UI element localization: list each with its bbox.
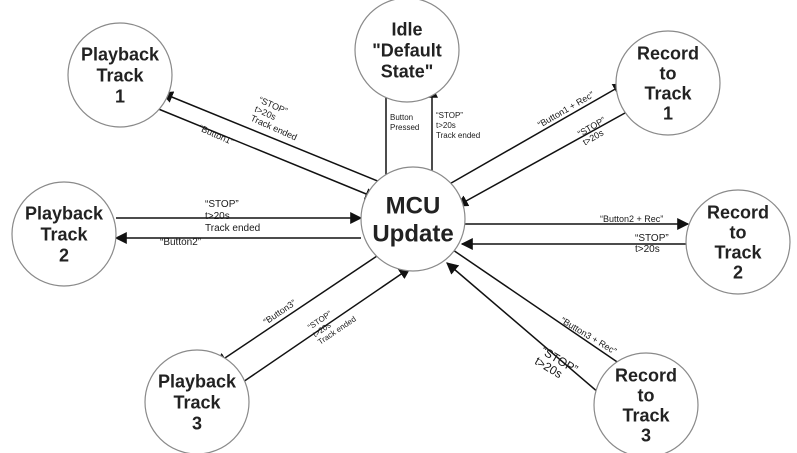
state-label-line: Playback [81,44,160,64]
state-circle [354,0,460,103]
state-label-line: to [660,63,677,83]
state-circle [11,181,117,287]
transition-mcu-to-p3 [215,253,381,365]
label-r2-to-mcu: “STOP”t>20s [635,233,669,255]
transition-label-line: Track ended [436,131,480,140]
state-label-line: 2 [733,262,743,282]
state-label-line: 3 [641,425,651,445]
transition-mcu-to-p1 [160,91,386,185]
label-mcu-to-r2: “Button2 + Rec” [600,214,663,224]
transition-label-line: “STOP” [635,233,669,244]
state-label-line: Record [637,43,699,63]
state-label-line: Record [707,202,769,222]
label-mcu-to-r3: “Button3 + Rec” [559,315,618,356]
state-label-line: 3 [192,413,202,433]
transition-label-line: t>20s [436,121,456,130]
state-label-line: Track [173,392,221,412]
transition-label-line: “Button2” [160,237,201,248]
transition-label-line: “Button2 + Rec” [600,214,663,224]
state-circle [67,22,173,128]
transition-label-line: “Button1” [197,123,235,147]
state-label-line: Track [622,405,670,425]
state-label-line: Track [96,65,144,85]
state-label-line: "Default [372,40,442,60]
transition-label-line: t>20s [635,244,660,255]
state-label-line: MCU [386,192,441,219]
transition-r3-to-mcu [446,262,600,394]
state-label-line: Update [372,220,453,247]
transition-label-line: Pressed [390,123,419,132]
state-label-line: Track [40,224,88,244]
state-circle [615,30,721,136]
transition-r1-to-mcu [455,107,635,207]
transition-p1-to-mcu [155,107,378,200]
state-label-line: Playback [158,371,237,391]
state-label-line: 2 [59,245,69,265]
state-label-line: to [730,222,747,242]
transition-mcu-to-r3 [452,249,630,371]
transition-mcu-to-r1 [445,83,626,187]
state-circle [144,349,250,453]
label-p1-to-mcu: “Button1” [197,123,235,147]
label-r1-to-mcu: “STOP”t>20s [576,115,607,147]
state-label-line: 1 [663,103,673,123]
state-circle [360,166,466,272]
state-label-line: State" [381,61,434,81]
state-circle [685,189,791,295]
states: Idle"DefaultState"PlaybackTrack1Recordto… [11,0,791,453]
state-label-line: to [638,385,655,405]
transitions [114,83,690,394]
label-r3-to-mcu: “STOP”t>20s [532,344,580,382]
state-label-line: Playback [25,203,104,223]
transition-label-line: Track ended [205,223,260,234]
state-label-line: 1 [115,86,125,106]
transition-label-line: “STOP” [436,111,463,120]
label-mcu-to-p2: “Button2” [160,237,201,248]
transition-label-line: “STOP” [205,199,239,210]
state-label-line: Idle [391,19,422,39]
transition-label-line: t>20s [205,211,230,222]
transition-label-line: Button [390,113,413,122]
state-label-line: Track [714,242,762,262]
transition-p3-to-mcu [242,267,411,383]
state-label-line: Record [615,365,677,385]
transition-label-line: “Button3 + Rec” [559,315,618,356]
state-label-line: Track [644,83,692,103]
state-circle [593,352,699,453]
